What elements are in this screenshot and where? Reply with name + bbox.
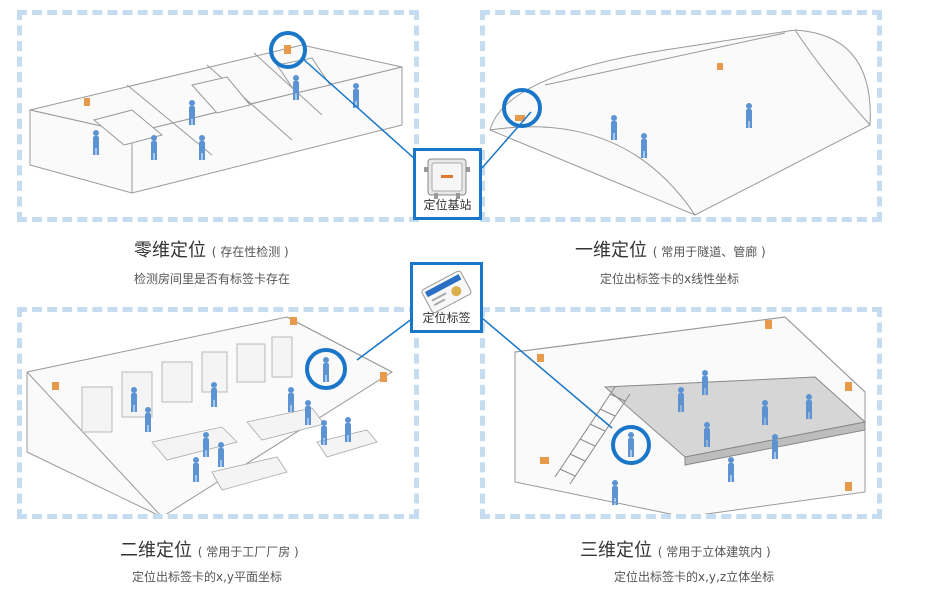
panel-title-two: 二维定位 ( 常用于工厂厂房 ) [120,540,299,561]
panel-title-two-note: ( 常用于工厂厂房 ) [197,545,299,559]
anchor-icons [537,320,852,491]
panel-title-three-note: ( 常用于立体建筑内 ) [657,545,771,559]
highlight-circle [502,88,542,128]
three-dimension-panel [480,307,882,519]
person-icons [131,357,351,482]
base-station-label: 定位基站 [423,198,472,212]
panel-subtitle-two: 定位出标签卡的x,y平面坐标 [132,570,283,584]
panel-subtitle-three: 定位出标签卡的x,y,z立体坐标 [614,570,775,584]
rooms-illustration [29,31,403,194]
person-icons [612,370,812,505]
building-illustration [514,316,867,514]
tag-box: 定位标签 [410,262,483,333]
anchor-icons [515,63,723,121]
tunnel-illustration [489,29,871,216]
tag-label: 定位标签 [422,311,471,325]
base-station-icon [424,158,470,199]
factory-illustration [26,316,394,514]
two-dimension-panel [17,307,419,519]
person-icons [93,75,359,160]
panel-title-three: 三维定位 ( 常用于立体建筑内 ) [580,540,771,561]
panel-subtitle-one: 定位出标签卡的x线性坐标 [600,272,740,286]
panel-subtitle-zero: 检测房间里是否有标签卡存在 [134,272,291,286]
panel-title-zero-note: ( 存在性检测 ) [211,245,289,259]
highlight-circle [611,425,651,465]
tag-card-icon [421,270,472,314]
panel-title-one: 一维定位 ( 常用于隧道、管廊 ) [575,240,766,261]
highlight-circle [269,31,307,69]
base-station-box: 定位基站 [413,148,482,220]
anchor-icons [84,45,291,106]
anchor-icons [52,317,387,390]
one-dimension-panel [480,10,882,222]
highlight-circle [305,348,347,390]
zero-dimension-panel [17,10,419,222]
panel-title-one-note: ( 常用于隧道、管廊 ) [652,245,766,259]
panel-title-zero: 零维定位 ( 存在性检测 ) [134,240,289,261]
person-icons [611,103,752,158]
staircase [554,386,631,485]
